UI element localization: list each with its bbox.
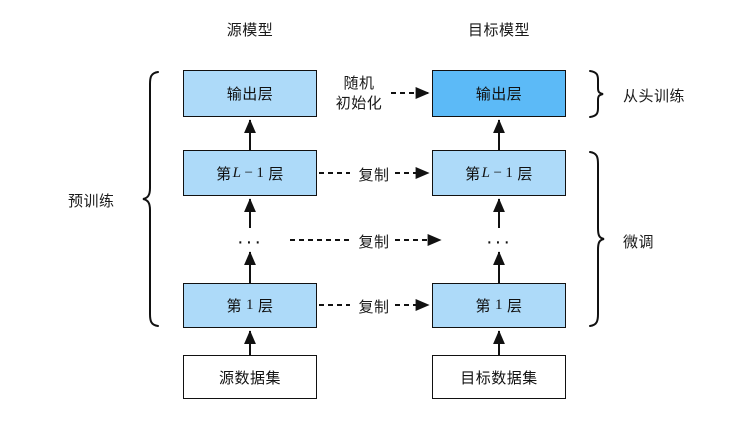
target-output-layer-box[interactable]: 输出层: [432, 70, 566, 117]
target-layer-l-minus-1-suffix: 层: [517, 165, 533, 183]
source-output-layer-label: 输出层: [226, 86, 274, 103]
finetuning-label: 微调: [623, 234, 655, 251]
target-dataset-label: 目标数据集: [460, 369, 538, 387]
source-dataset-label: 源数据集: [218, 369, 281, 387]
random-init-label: 随机 初始化: [328, 74, 390, 115]
finetuning-brace: [589, 151, 605, 327]
source-output-layer-box[interactable]: 输出层: [183, 70, 317, 117]
source-layer-l-minus-1-prefix: 第: [216, 165, 232, 183]
target-dataset-box[interactable]: 目标数据集: [432, 355, 566, 399]
source-layer-1-box[interactable]: 第 1 层: [183, 283, 317, 328]
target-layer-1-suffix: 层: [507, 298, 523, 315]
source-layer-l-minus-1-num: 1: [256, 164, 265, 181]
target-layer-1-prefix: 第: [475, 298, 491, 315]
target-model-title: 目标模型: [467, 22, 530, 39]
target-layer-1-box[interactable]: 第 1 层: [432, 283, 566, 328]
target-ellipsis: ···: [486, 231, 512, 253]
target-layer-l-minus-1-var: L: [481, 164, 491, 181]
source-layer-l-minus-1-var: L: [232, 164, 242, 181]
source-model-title: 源模型: [226, 22, 274, 39]
target-layer-l-minus-1-op: −: [493, 164, 503, 181]
source-layer-l-minus-1-op: −: [244, 164, 254, 181]
source-layer-l-minus-1-suffix: 层: [268, 165, 284, 183]
copy-middle-label: 复制: [358, 234, 390, 251]
pretraining-brace: [142, 71, 159, 327]
source-ellipsis: ···: [237, 231, 263, 253]
target-layer-l-minus-1-num: 1: [505, 164, 514, 181]
target-output-layer-label: 输出层: [475, 86, 523, 103]
target-layer-l-minus-1-prefix: 第: [465, 165, 481, 183]
source-layer-1-suffix: 层: [258, 298, 274, 315]
source-layer-1-num: 1: [246, 297, 254, 313]
train-from-scratch-brace: [589, 70, 604, 118]
target-layer-1-num: 1: [495, 297, 503, 313]
target-layer-l-minus-1-box[interactable]: 第 L − 1 层: [432, 150, 566, 196]
random-init-line2: 初始化: [335, 95, 383, 113]
source-layer-1-prefix: 第: [226, 298, 242, 315]
copy-bottom-label: 复制: [358, 299, 390, 316]
source-layer-l-minus-1-box[interactable]: 第 L − 1 层: [183, 150, 317, 196]
copy-top-label: 复制: [358, 167, 390, 184]
random-init-line1: 随机: [343, 75, 375, 92]
train-from-scratch-label: 从头训练: [623, 88, 686, 105]
source-dataset-box[interactable]: 源数据集: [183, 355, 317, 399]
pretraining-label: 预训练: [68, 193, 115, 210]
